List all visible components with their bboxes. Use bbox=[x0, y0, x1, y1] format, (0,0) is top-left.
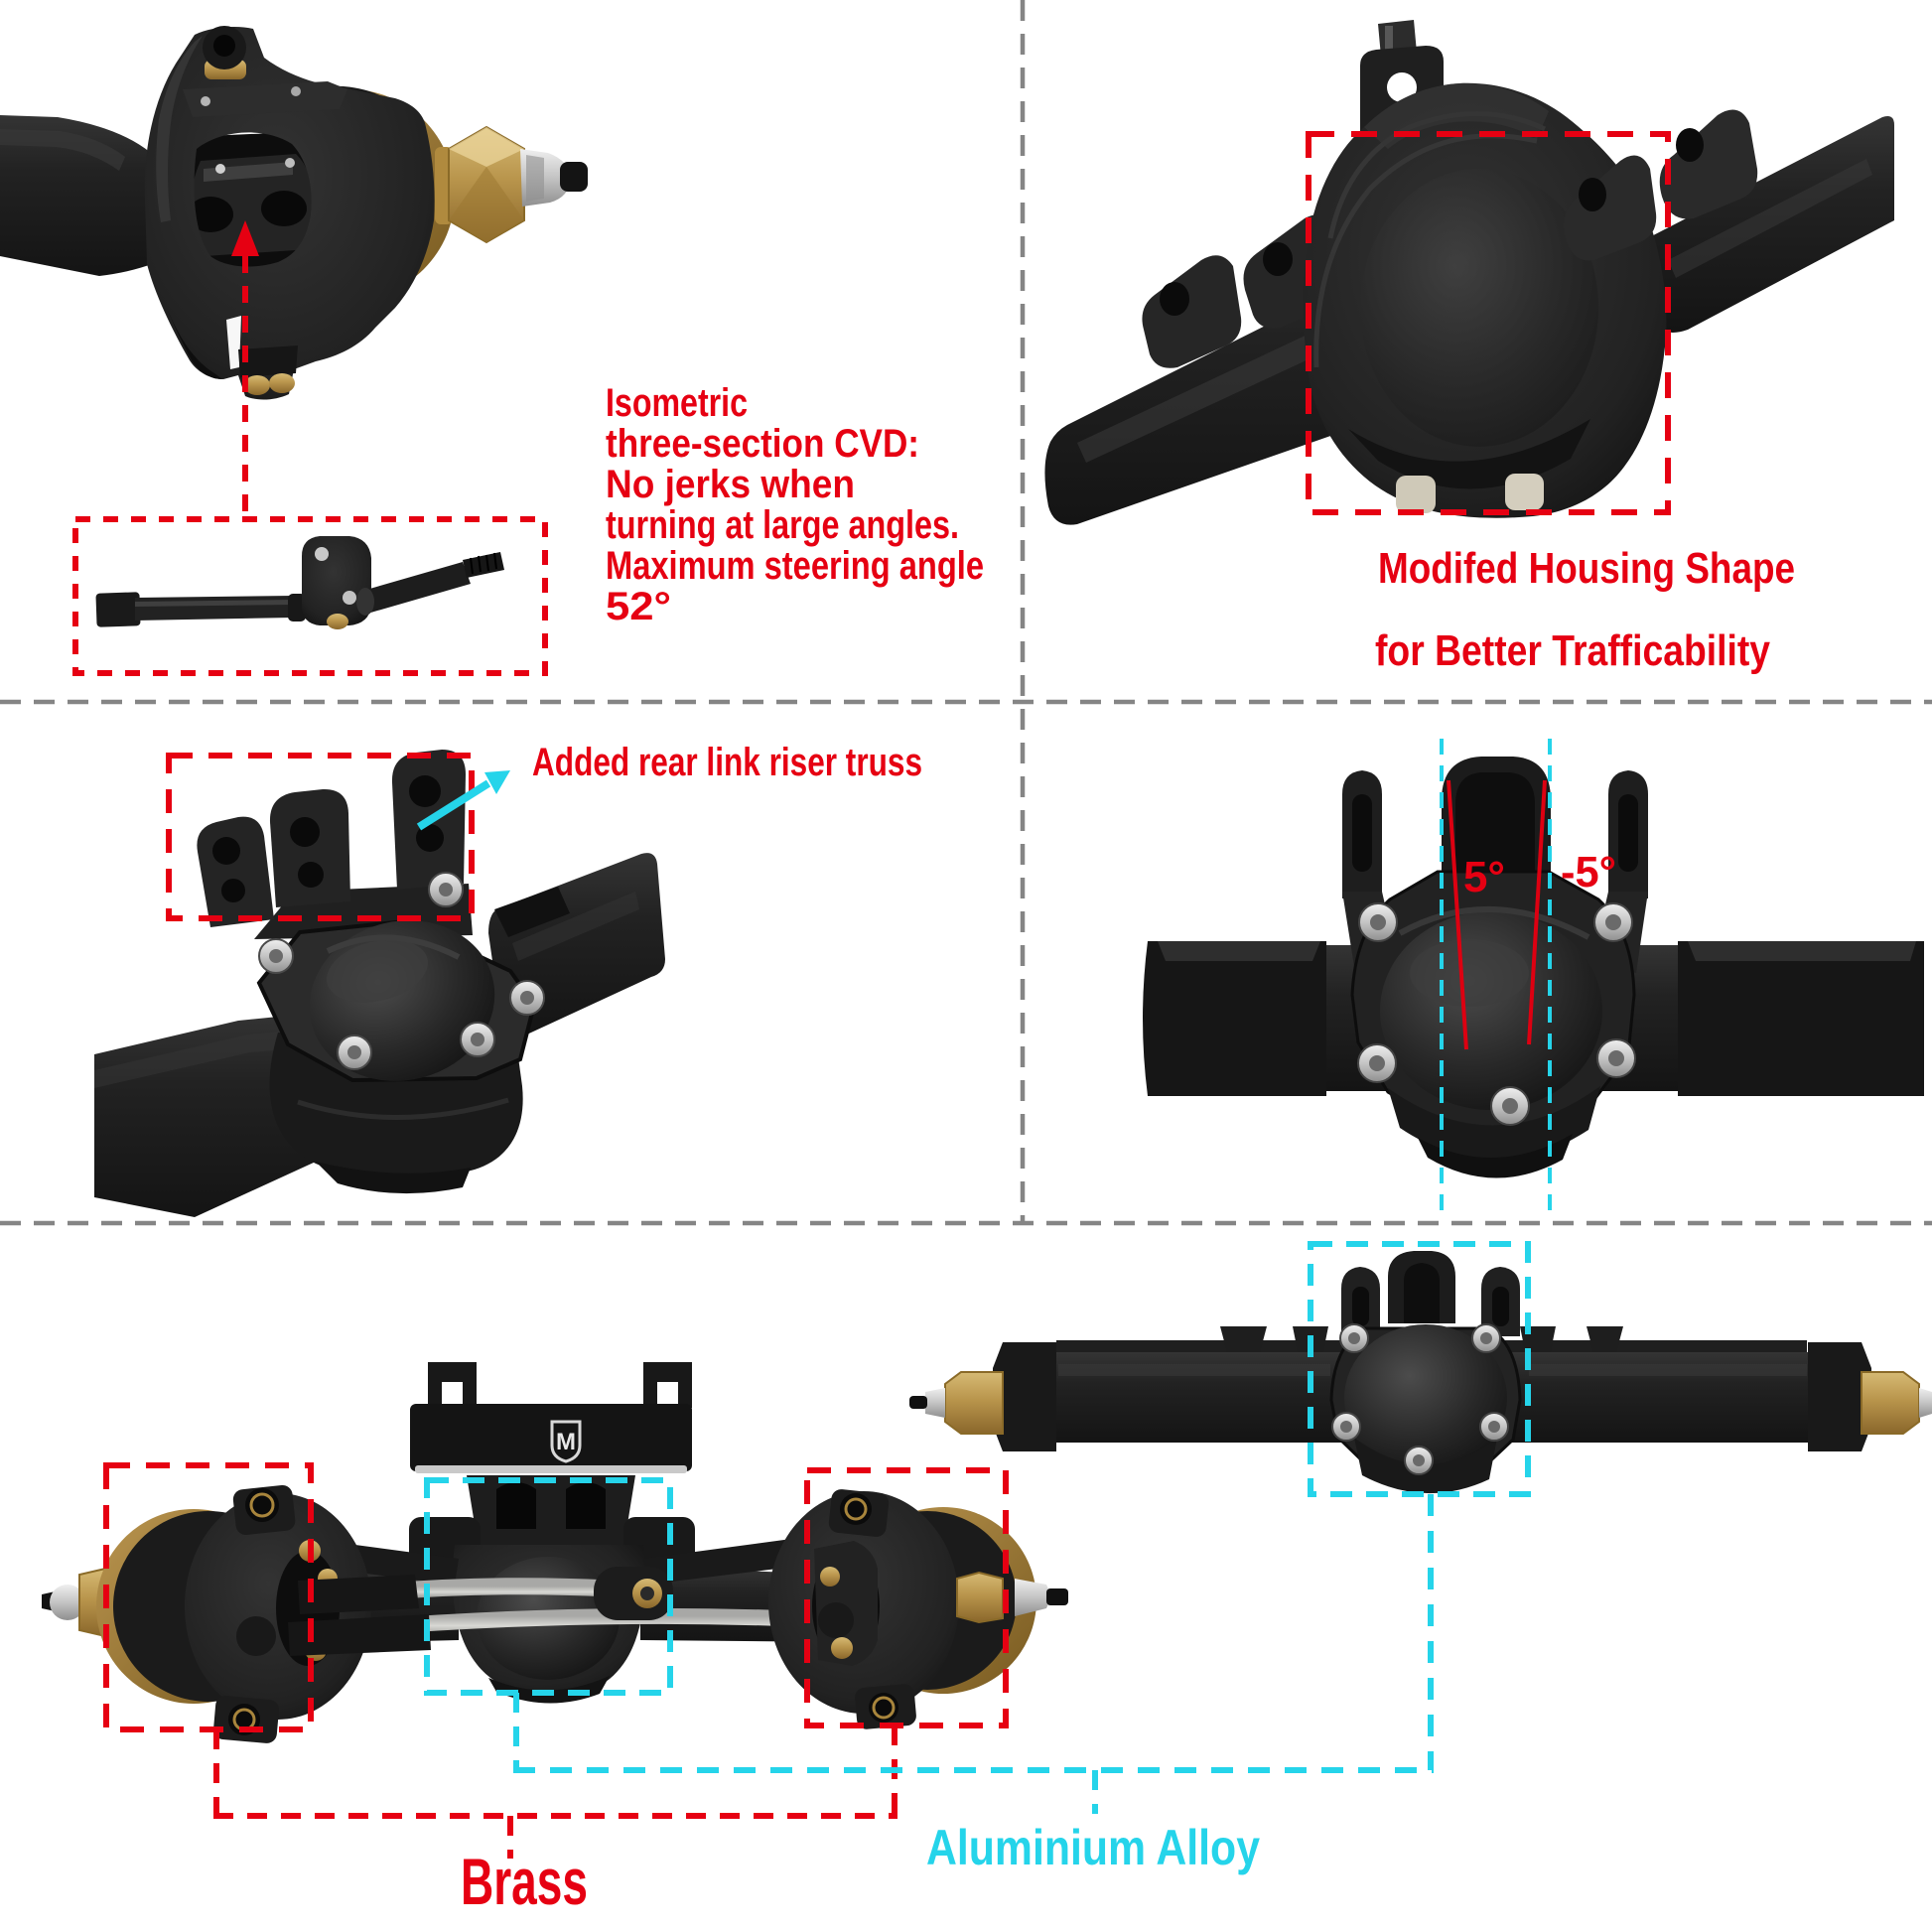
svg-text:Maximum steering angle: Maximum steering angle bbox=[606, 544, 984, 588]
svg-text:M: M bbox=[556, 1429, 576, 1455]
svg-text:turning at large angles.: turning at large angles. bbox=[606, 503, 959, 547]
svg-text:Isometric: Isometric bbox=[606, 381, 748, 425]
svg-text:three-section CVD:: three-section CVD: bbox=[606, 422, 919, 466]
svg-text:Modifed Housing Shape: Modifed Housing Shape bbox=[1378, 544, 1795, 593]
svg-text:for Better Trafficability: for Better Trafficability bbox=[1375, 626, 1770, 675]
svg-text:Added rear link riser truss: Added rear link riser truss bbox=[532, 741, 922, 784]
svg-text:52°: 52° bbox=[606, 585, 671, 628]
svg-text:Aluminium Alloy: Aluminium Alloy bbox=[926, 1820, 1260, 1875]
svg-text:Brass: Brass bbox=[461, 1845, 588, 1918]
svg-text:-5°: -5° bbox=[1561, 848, 1616, 897]
svg-text:No jerks when: No jerks when bbox=[606, 463, 855, 506]
svg-text:5°: 5° bbox=[1463, 853, 1505, 901]
